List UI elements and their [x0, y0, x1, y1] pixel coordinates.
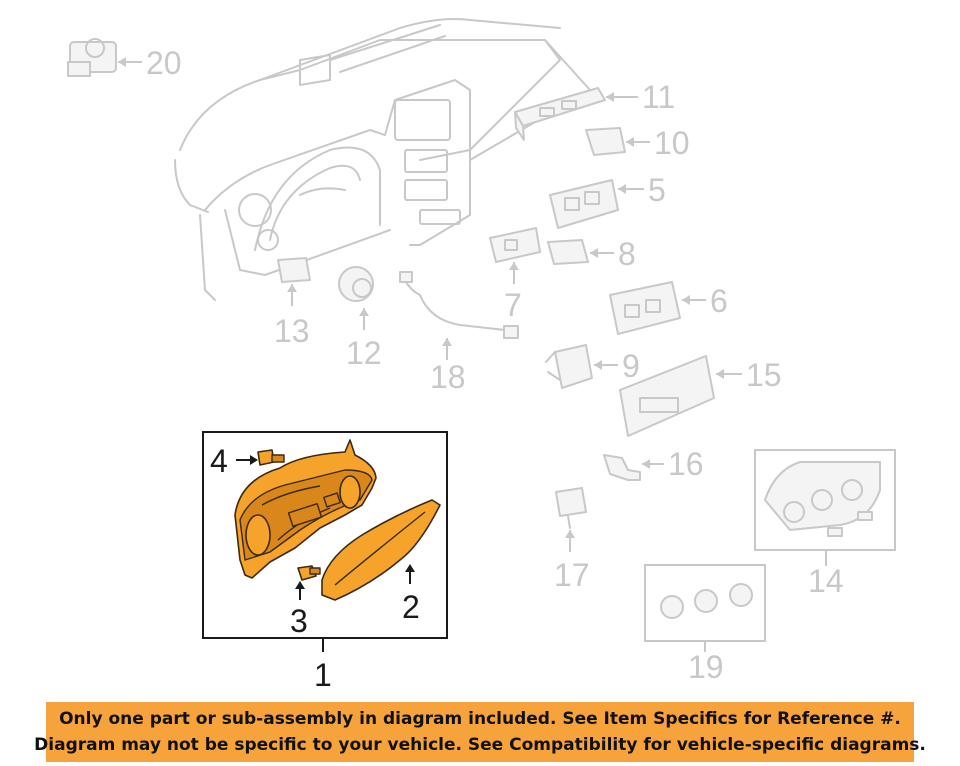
callout-9: 9: [622, 348, 640, 384]
callout-1: 1: [314, 657, 332, 693]
callout-16: 16: [668, 446, 704, 482]
parts-diagram: 20 11 10: [67, 18, 896, 693]
callout-18: 18: [430, 359, 466, 395]
part-9-switch: 9: [545, 344, 640, 389]
callout-4: 4: [210, 443, 228, 479]
callout-11: 11: [642, 79, 675, 115]
part-3-screw: [297, 565, 321, 581]
part-19-knob-box: 19: [644, 564, 766, 685]
part-6-switch-panel: 6: [609, 281, 728, 335]
part-18-harness: 18: [399, 271, 519, 395]
callout-6: 6: [710, 283, 728, 319]
part-8-switch: 8: [547, 236, 636, 272]
dashboard-outline: [174, 18, 591, 301]
disclaimer-line-1: Only one part or sub-assembly in diagram…: [59, 709, 901, 729]
part-12-ignition-switch: 12: [338, 266, 382, 371]
part-17-switch: 17: [554, 487, 590, 593]
part-14-climate-panel-box: 14: [754, 449, 896, 599]
callout-13: 13: [274, 313, 310, 349]
callout-14: 14: [808, 563, 844, 599]
callout-5: 5: [648, 172, 666, 208]
callout-8: 8: [618, 236, 636, 272]
callout-20: 20: [146, 45, 182, 81]
callout-12: 12: [346, 335, 382, 371]
part-10-switch: 10: [585, 125, 690, 161]
part-7-switch: 7: [489, 227, 541, 323]
callout-15: 15: [746, 357, 782, 393]
part-5-switch-panel: 5: [549, 172, 666, 229]
callout-3: 3: [290, 603, 308, 639]
part-11-switch-bezel: 11: [514, 79, 675, 141]
callout-7: 7: [504, 287, 522, 323]
callout-19: 19: [688, 649, 724, 685]
part-2-lens: [321, 499, 441, 601]
part-4-bulb: [257, 449, 285, 466]
disclaimer-line-2: Diagram may not be specific to your vehi…: [34, 735, 926, 755]
callout-2: 2: [402, 589, 420, 625]
part-15-climate-control: 15: [619, 355, 782, 437]
callout-10: 10: [654, 125, 690, 161]
part-13-switch: 13: [274, 257, 311, 349]
instrument-cluster: [234, 439, 377, 579]
part-20-sensor: 20: [67, 38, 182, 81]
disclaimer-banner: Only one part or sub-assembly in diagram…: [34, 702, 926, 762]
part-1-instrument-cluster-box: 4 3 2: [202, 431, 448, 639]
part-16-bulb-socket: 16: [603, 446, 704, 482]
callout-17: 17: [554, 557, 590, 593]
